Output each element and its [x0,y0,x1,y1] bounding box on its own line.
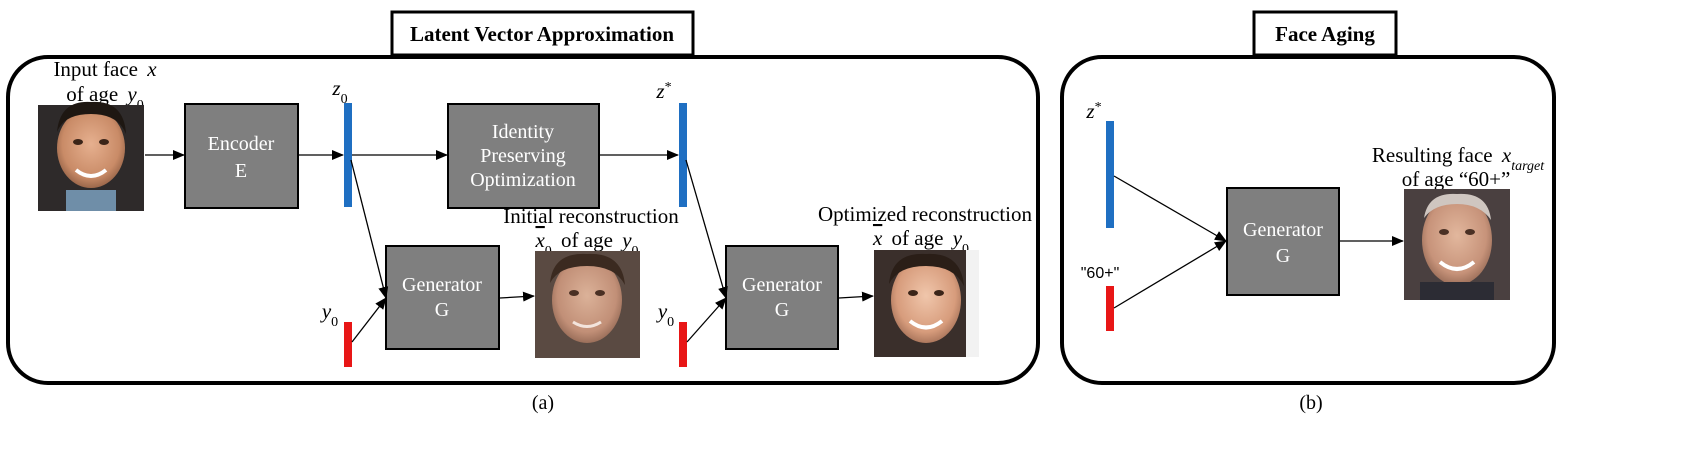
panel-b-title-box [1252,10,1398,57]
encoder-box [184,103,299,209]
zstar-b-label: z* [1085,99,1101,123]
input-face-age-label: of age y0 [66,82,143,113]
y0-label-1: y0 [320,299,338,330]
face-photo-initial-reconstruction [535,251,640,358]
input-face-label: Input face x [53,57,157,81]
age-60-bar [1106,286,1114,331]
z0-latent-bar [344,103,352,207]
generator-2-label: Generator [742,274,822,296]
encoder-label: Encoder [208,133,275,155]
generator-1-letter: G [435,299,449,321]
identity-label-2: Preserving [480,145,566,167]
generator-box-2 [725,245,839,350]
face-photo-aged-result [1404,189,1510,300]
optimized-recon-label: Optimized reconstruction [818,202,1033,226]
z0-label: z0 [331,76,347,107]
zstar-latent-bar [679,103,687,207]
generator-3-label: Generator [1243,219,1323,241]
panel-b-title: Face Aging [1275,22,1375,46]
face-photo-optimized-reconstruction [874,250,979,357]
y0-label-2: y0 [656,299,674,330]
y0-age-bar-2 [679,322,687,367]
age-60-label: "60+" [1081,265,1120,282]
identity-optimization-box [447,103,600,209]
panel-a-arrows [145,150,874,343]
generator-box-1 [385,245,500,350]
encoder-letter: E [235,160,247,182]
generator-3-letter: G [1276,245,1290,267]
panel-b-frame [1060,55,1556,385]
identity-label-3: Optimization [470,169,576,191]
generator-1-label: Generator [402,274,482,296]
panel-b-caption: (b) [1299,392,1322,414]
panel-a-title: Latent Vector Approximation [410,22,674,46]
y0-age-bar-1 [344,322,352,367]
face-photo-input [38,101,144,211]
zstar-label: z* [655,79,671,103]
initial-recon-label: Initial reconstruction [503,204,679,228]
panel-b-arrows [1113,175,1404,309]
panel-a-title-box [390,10,695,57]
zstar-b-latent-bar [1106,121,1114,228]
identity-label-1: Identity [492,121,554,143]
generator-2-letter: G [775,299,789,321]
optimized-recon-age-label: x of age y0 [872,226,969,257]
generator-box-3 [1226,187,1340,296]
panel-a-caption: (a) [532,392,554,414]
resulting-face-label: Resulting face xtarget [1372,143,1545,174]
resulting-face-age-label: of age “60+” [1402,167,1511,191]
panel-a-frame [6,55,1040,385]
